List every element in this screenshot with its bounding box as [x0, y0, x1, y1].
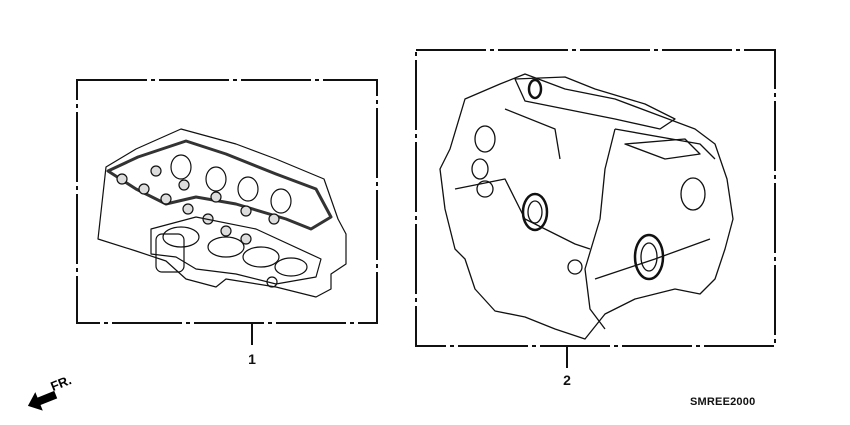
part-1-callout[interactable]: 1: [248, 351, 256, 367]
part-2-frame[interactable]: [415, 49, 776, 347]
part-2-leader-line: [566, 347, 568, 368]
engine-block-gasket-illustration: [439, 73, 734, 340]
front-arrow-icon: [27, 390, 58, 411]
diagram-code: SMREE2000: [690, 396, 756, 408]
dash-dot-border: [415, 49, 776, 347]
cylinder-head-gasket-illustration: [97, 128, 347, 298]
dash-dot-border: [76, 79, 378, 324]
part-2-callout[interactable]: 2: [563, 372, 571, 388]
part-1-leader-line: [251, 324, 253, 345]
part-1-frame[interactable]: [76, 79, 378, 324]
